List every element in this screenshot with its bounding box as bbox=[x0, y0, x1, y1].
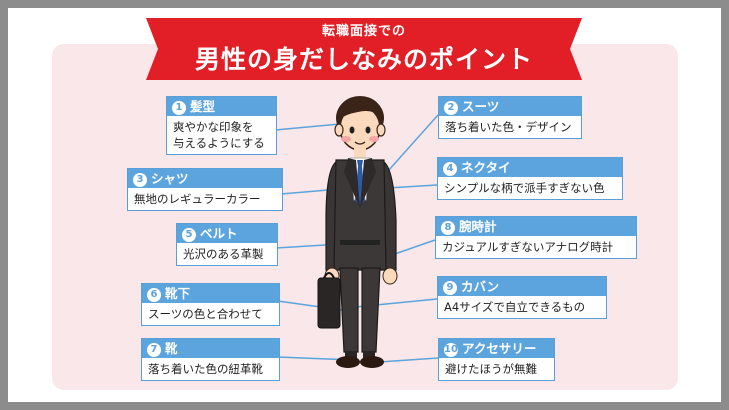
point-desc: 光沢のある革製 bbox=[183, 247, 264, 261]
point-desc: スーツの色と合わせて bbox=[148, 307, 263, 321]
point-accessories: 10 アクセサリー 避けたほうが無難 bbox=[438, 338, 555, 381]
point-belt: 5 ベルト 光沢のある革製 bbox=[176, 223, 278, 266]
banner-title: 男性の身だしなみのポイント bbox=[194, 45, 533, 74]
point-number: 5 bbox=[182, 228, 196, 242]
point-title: シャツ bbox=[151, 171, 189, 186]
point-number: 8 bbox=[441, 221, 455, 235]
point-watch: 8 腕時計 カジュアルすぎないアナログ時計 bbox=[435, 216, 637, 259]
point-number: 1 bbox=[172, 101, 186, 115]
point-suit: 2 スーツ 落ち着いた色・デザイン bbox=[438, 96, 582, 139]
banner-subtitle: 転職面接での bbox=[321, 24, 406, 39]
point-desc: 無地のレギュラーカラー bbox=[134, 192, 261, 206]
point-title: 腕時計 bbox=[459, 219, 497, 234]
point-number: 3 bbox=[133, 173, 147, 187]
point-title: 靴 bbox=[165, 341, 178, 356]
point-desc: 与えるようにする bbox=[173, 136, 265, 150]
point-desc: 避けたほうが無難 bbox=[445, 362, 537, 376]
point-number: 9 bbox=[443, 281, 457, 295]
point-title: 髪型 bbox=[190, 99, 216, 114]
point-bag: 9 カバン A4サイズで自立できるもの bbox=[437, 276, 607, 319]
point-number: 4 bbox=[443, 162, 457, 176]
point-title: カバン bbox=[461, 279, 500, 294]
point-desc: 落ち着いた色の紐革靴 bbox=[148, 362, 263, 376]
point-desc: 爽やかな印象を bbox=[173, 120, 254, 134]
point-title: ネクタイ bbox=[461, 160, 511, 175]
title-banner: 転職面接での 男性の身だしなみのポイント bbox=[146, 18, 582, 80]
point-title: 靴下 bbox=[165, 286, 191, 301]
businessman-illustration bbox=[317, 96, 398, 368]
point-number: 7 bbox=[147, 343, 161, 357]
point-number: 2 bbox=[444, 101, 458, 115]
point-number: 6 bbox=[147, 288, 161, 302]
point-number: 10 bbox=[444, 343, 458, 357]
point-desc: カジュアルすぎないアナログ時計 bbox=[442, 240, 614, 254]
point-hair: 1 髪型 爽やかな印象を与えるようにする bbox=[166, 96, 277, 155]
point-title: ベルト bbox=[200, 226, 238, 241]
banner-ribbon bbox=[146, 18, 582, 80]
point-desc: 落ち着いた色・デザイン bbox=[445, 120, 572, 134]
point-desc: シンプルな柄で派手すぎない色 bbox=[444, 181, 605, 195]
point-shirt: 3 シャツ 無地のレギュラーカラー bbox=[127, 168, 283, 211]
point-socks: 6 靴下 スーツの色と合わせて bbox=[141, 283, 280, 326]
point-desc: A4サイズで自立できるもの bbox=[444, 300, 586, 314]
point-necktie: 4 ネクタイ シンプルな柄で派手すぎない色 bbox=[437, 157, 623, 200]
point-title: アクセサリー bbox=[462, 341, 537, 356]
point-title: スーツ bbox=[462, 99, 500, 114]
